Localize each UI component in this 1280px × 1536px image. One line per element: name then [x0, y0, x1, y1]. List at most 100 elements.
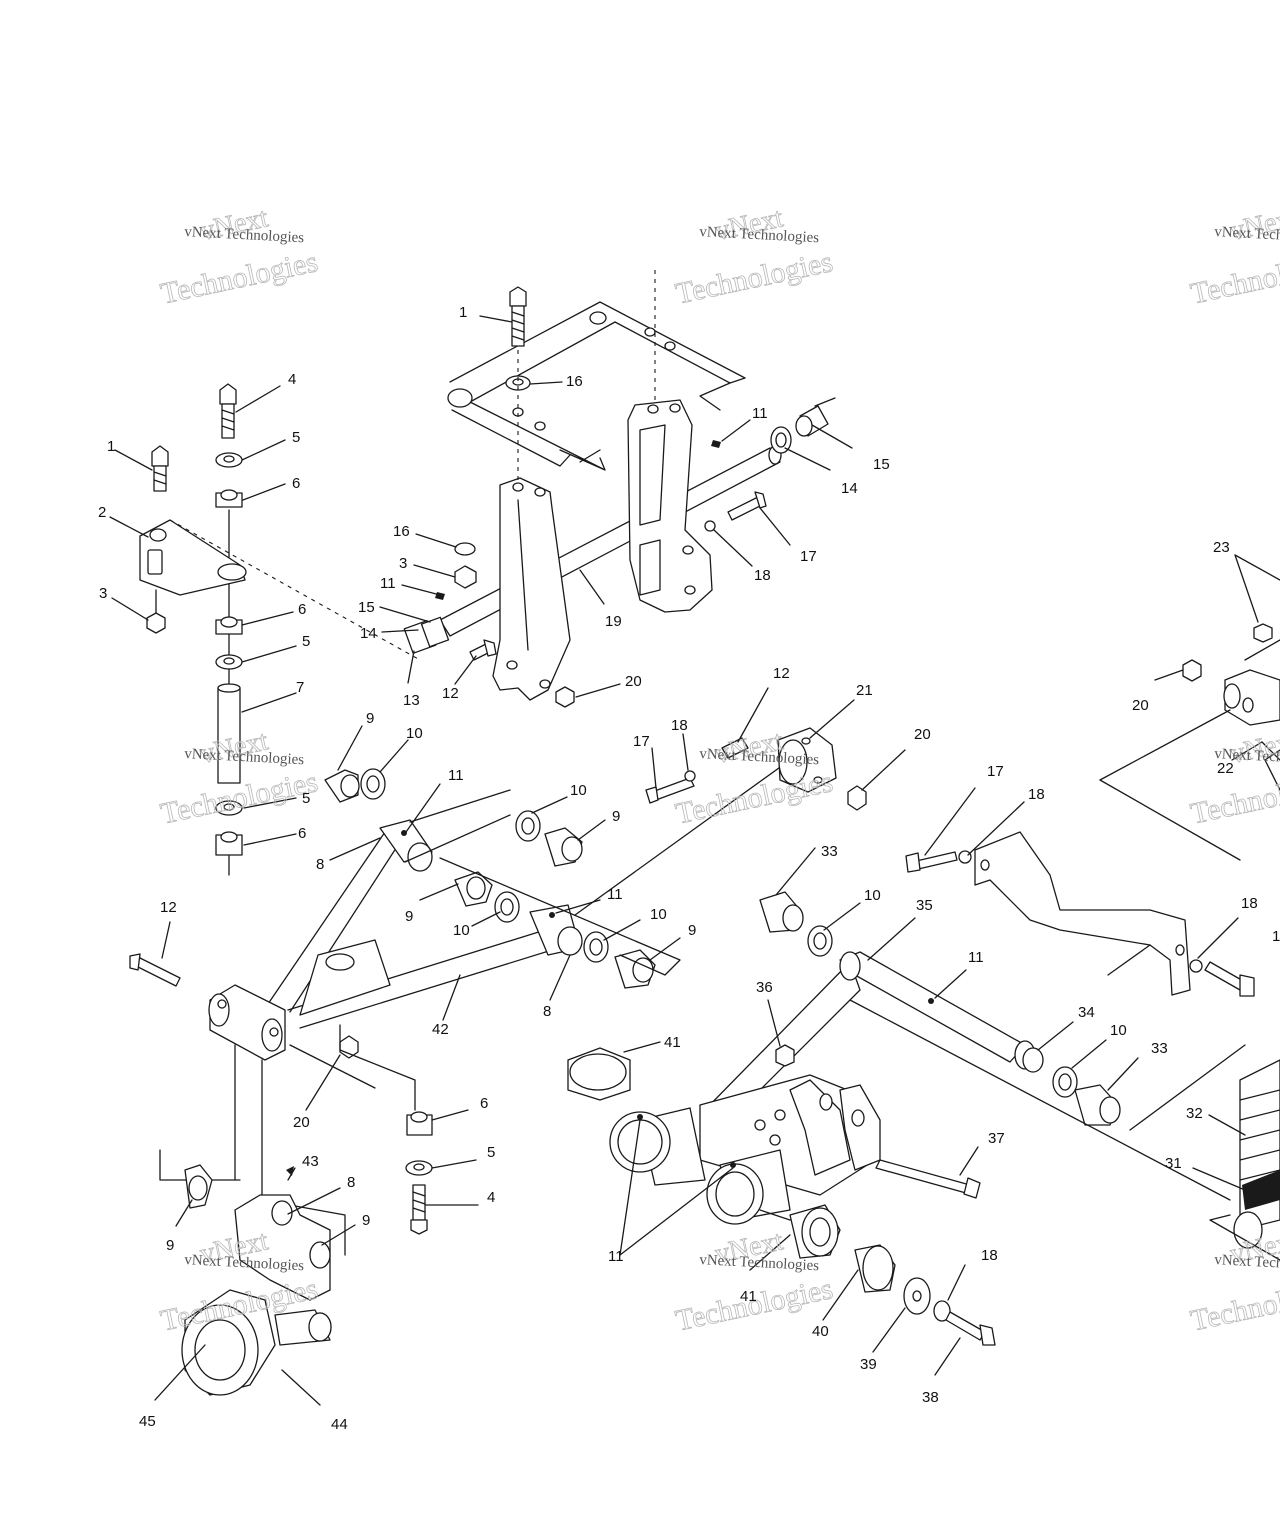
callout-label: 33: [821, 843, 838, 860]
callout-label: 23: [1213, 539, 1230, 556]
callout-label: 13: [403, 692, 420, 709]
callout-label: 6: [298, 825, 306, 842]
steering-knuckle: [159, 1044, 346, 1396]
callout-label: 40: [812, 1323, 829, 1340]
callout-label: 9: [688, 922, 696, 939]
callout-label: 15: [873, 456, 890, 473]
lower-stud-stack: [339, 1024, 433, 1235]
callout-label: 4: [288, 371, 296, 388]
callout-label: 5: [302, 633, 310, 650]
watermark-top-left: vNext vNext Technologies Technologies: [157, 202, 321, 311]
callout-label: 19: [605, 613, 622, 630]
callout-label: 1: [1272, 928, 1280, 945]
callout-label: 16: [566, 373, 583, 390]
callout-label: 37: [988, 1130, 1005, 1147]
callout-label: 1: [459, 304, 467, 321]
leader-lines: [109, 315, 1280, 1406]
bracket-bottom-fasteners: [469, 639, 575, 708]
callout-label: 12: [773, 665, 790, 682]
callout-label: 32: [1186, 1105, 1203, 1122]
callout-label: 11: [752, 405, 768, 422]
watermark-text-line3: Technologies: [1188, 1272, 1280, 1337]
callout-label: 11: [380, 575, 396, 592]
callout-label: 4: [487, 1189, 495, 1206]
callout-label: 10: [453, 922, 470, 939]
watermark-text-line2: vNext Technologies: [1214, 746, 1280, 768]
watermark-text-line3: Technologies: [1188, 765, 1280, 830]
callout-label: 9: [405, 908, 413, 925]
callout-label: 34: [1078, 1004, 1095, 1021]
watermark-text-line3: Technologies: [673, 765, 836, 830]
shaft-end-bushings: [770, 397, 836, 454]
callout-label: 11: [608, 1248, 624, 1265]
callout-label: 18: [981, 1247, 998, 1264]
rear-shock-absorber: [1099, 623, 1280, 1261]
left-bracket-arm: [492, 477, 571, 701]
callout-label: 43: [302, 1153, 319, 1170]
callout-label: 8: [543, 1003, 551, 1020]
callout-label: 17: [633, 733, 650, 750]
watermark-top-center: vNext vNext Technologies Technologies: [672, 202, 836, 311]
right-bracket-arm: [627, 399, 713, 613]
callout-label: 18: [1028, 786, 1045, 803]
callout-label: 9: [166, 1237, 174, 1254]
callout-label: 20: [914, 726, 931, 743]
callout-label: 11: [607, 886, 623, 903]
bolt-17-upper: [704, 491, 767, 532]
callout-label: 5: [292, 429, 300, 446]
watermark-text-line3: Technologies: [158, 245, 321, 310]
callout-label: 20: [625, 673, 642, 690]
callout-label: 8: [347, 1174, 355, 1191]
callout-label: 12: [442, 685, 459, 702]
watermark-top-right: vNext vNext Technologies Technologies: [1187, 202, 1280, 311]
callout-label: 33: [1151, 1040, 1168, 1057]
top-bolt-and-washer: [435, 286, 721, 600]
callout-label: 41: [740, 1288, 757, 1305]
watermark-text-line2: vNext Technologies: [699, 1252, 820, 1274]
watermark-text-line2: vNext Technologies: [184, 1252, 305, 1274]
callout-label: 10: [570, 782, 587, 799]
callout-label: 45: [139, 1413, 156, 1430]
callout-label: 44: [331, 1416, 348, 1433]
callout-label: 18: [754, 567, 771, 584]
watermark-text-line3: Technologies: [1188, 245, 1280, 310]
callout-label: 5: [302, 790, 310, 807]
callout-label: 2: [98, 504, 106, 521]
callout-label: 16: [393, 523, 410, 540]
callout-label: 41: [664, 1034, 681, 1051]
callout-label: 21: [856, 682, 873, 699]
mount-bracket-2: [139, 445, 421, 661]
callout-label: 9: [612, 808, 620, 825]
callout-label: 10: [650, 906, 667, 923]
trailing-arm-rear-fasteners: [759, 1204, 996, 1346]
callout-label: 20: [293, 1114, 310, 1131]
watermark-text-line2: vNext Technologies: [1214, 1252, 1280, 1274]
callout-label: 7: [296, 679, 304, 696]
callout-label: 36: [756, 979, 773, 996]
callout-label: 14: [841, 480, 858, 497]
callout-label: 17: [800, 548, 817, 565]
steering-stack: [215, 383, 243, 876]
callout-label: 5: [487, 1144, 495, 1161]
frame-crossmember: [447, 270, 746, 471]
callout-label: 18: [1241, 895, 1258, 912]
callout-label: 1: [107, 438, 115, 455]
watermark-text-line2: vNext Technologies: [699, 224, 820, 246]
center-bracket-21: [645, 727, 867, 811]
callout-label: 10: [1110, 1022, 1127, 1039]
callout-label: 9: [362, 1212, 370, 1229]
callout-label: 11: [448, 767, 464, 784]
callout-label: 10: [406, 725, 423, 742]
right-link-bracket: [905, 831, 1255, 997]
watermark-text-line3: Technologies: [673, 245, 836, 310]
callout-label: 20: [1132, 697, 1149, 714]
watermark-text-line2: vNext Technologies: [184, 746, 305, 768]
callout-label: 42: [432, 1021, 449, 1038]
callout-label: 38: [922, 1389, 939, 1406]
callout-label: 39: [860, 1356, 877, 1373]
callout-label: 18: [671, 717, 688, 734]
callout-labels: 1 16 16 3 11 15 14 13 12 19 20 11 15 14 …: [98, 304, 1280, 1433]
callout-label: 8: [316, 856, 324, 873]
callout-label: 17: [987, 763, 1004, 780]
